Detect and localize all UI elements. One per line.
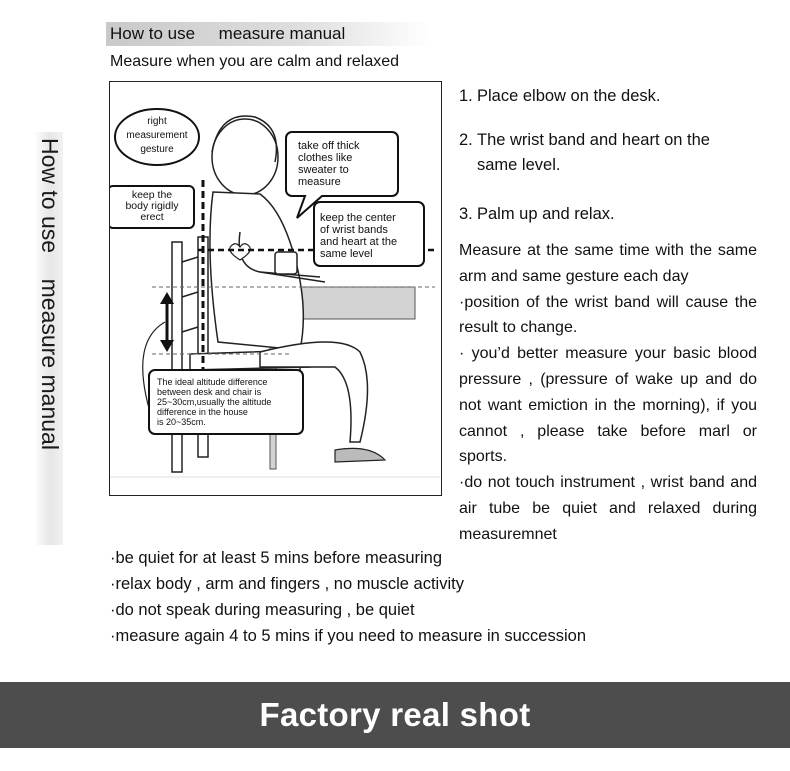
bubble-body-line-1: keep the bbox=[132, 189, 172, 201]
tips-list: ·be quiet for at least 5 mins before mea… bbox=[110, 545, 586, 649]
tip-relax: ·relax body , arm and fingers , no muscl… bbox=[110, 575, 464, 593]
page-title: How to use measure manual bbox=[110, 24, 345, 44]
heart-icon bbox=[229, 243, 251, 261]
step-2: 2.The wrist band and heart on the same l… bbox=[459, 128, 759, 178]
footer-title: Factory real shot bbox=[259, 696, 531, 733]
bubble-altitude-line-1: The ideal altitude difference bbox=[157, 377, 267, 387]
bubble-center-line-1: keep the center bbox=[320, 212, 396, 224]
posture-illustration: right measurement gesture take off thick… bbox=[109, 81, 442, 496]
tip-no-speak: ·do not speak during measuring , be quie… bbox=[110, 601, 415, 619]
bubble-body: keep the body rigidly erect bbox=[110, 185, 195, 229]
tip-quiet: ·be quiet for at least 5 mins before mea… bbox=[110, 549, 443, 567]
posture-drawing: right measurement gesture take off thick… bbox=[110, 108, 440, 478]
title-part-how: How to use bbox=[110, 24, 196, 43]
bubble-clothes: take off thick clothes like sweater to m… bbox=[285, 131, 399, 219]
step-2-continuation: same level. bbox=[477, 156, 561, 174]
footer-banner: Factory real shot bbox=[0, 682, 790, 748]
tip-measure-again: ·measure again 4 to 5 mins if you need t… bbox=[110, 627, 587, 645]
step-2-text: The wrist band and heart on the bbox=[477, 131, 710, 149]
bubble-clothes-line-4: measure bbox=[298, 176, 341, 188]
bubble-body-line-2: body rigidly bbox=[125, 200, 179, 212]
head bbox=[211, 118, 279, 196]
bubble-body-line-3: erect bbox=[140, 211, 163, 223]
bubble-altitude: The ideal altitude difference between de… bbox=[148, 369, 304, 435]
bubble-altitude-line-5: is 20~35cm. bbox=[157, 417, 206, 427]
note-position: ·position of the wrist band will cause t… bbox=[459, 293, 757, 337]
bubble-posture: right measurement gesture bbox=[114, 108, 200, 166]
notes-block: Measure at the same time with the same a… bbox=[459, 238, 757, 548]
side-band bbox=[34, 132, 63, 545]
side-label-part-how: How to use bbox=[37, 138, 63, 254]
bubble-posture-line-2: measurement bbox=[126, 130, 187, 141]
bubble-center-line-2: of wrist bands bbox=[320, 224, 388, 236]
side-label-part-manual: measure manual bbox=[37, 278, 63, 450]
step-1-num: 1. bbox=[459, 87, 473, 105]
note-same-time: Measure at the same time with the same a… bbox=[459, 242, 757, 285]
bubble-clothes-line-3: sweater to bbox=[298, 164, 349, 176]
wrist-band bbox=[274, 251, 298, 275]
bubble-center-line-3: and heart at the bbox=[320, 236, 397, 248]
bubble-altitude-line-4: difference in the house bbox=[157, 407, 248, 417]
note-basic-pressure: · you’d better measure your basic blood … bbox=[459, 345, 757, 466]
bubble-posture-line-3: gesture bbox=[140, 144, 174, 155]
bubble-center-line-4: same level bbox=[320, 248, 373, 260]
bubble-altitude-line-3: 25~30cm,usually the altitude bbox=[157, 397, 271, 407]
bubble-altitude-line-2: between desk and chair is bbox=[157, 387, 262, 397]
bubble-center: keep the center of wrist bands and heart… bbox=[313, 201, 425, 267]
step-3-text: Palm up and relax. bbox=[477, 205, 615, 223]
bubble-clothes-line-2: clothes like bbox=[298, 152, 352, 164]
title-part-manual: measure manual bbox=[218, 24, 346, 43]
slipper bbox=[334, 447, 387, 463]
step-1: 1.Place elbow on the desk. bbox=[459, 84, 759, 109]
step-1-text: Place elbow on the desk. bbox=[477, 87, 661, 105]
step-3-num: 3. bbox=[459, 205, 473, 223]
bubble-posture-line-1: right bbox=[147, 116, 167, 127]
step-3: 3.Palm up and relax. bbox=[459, 202, 759, 227]
bubble-clothes-line-1: take off thick bbox=[298, 140, 360, 152]
side-label: How to use measure manual bbox=[35, 138, 65, 543]
page-subtitle: Measure when you are calm and relaxed bbox=[110, 53, 400, 70]
header-bar bbox=[106, 22, 430, 46]
note-do-not-touch: ·do not touch instrument , wrist band an… bbox=[459, 474, 757, 543]
step-2-num: 2. bbox=[459, 131, 473, 149]
